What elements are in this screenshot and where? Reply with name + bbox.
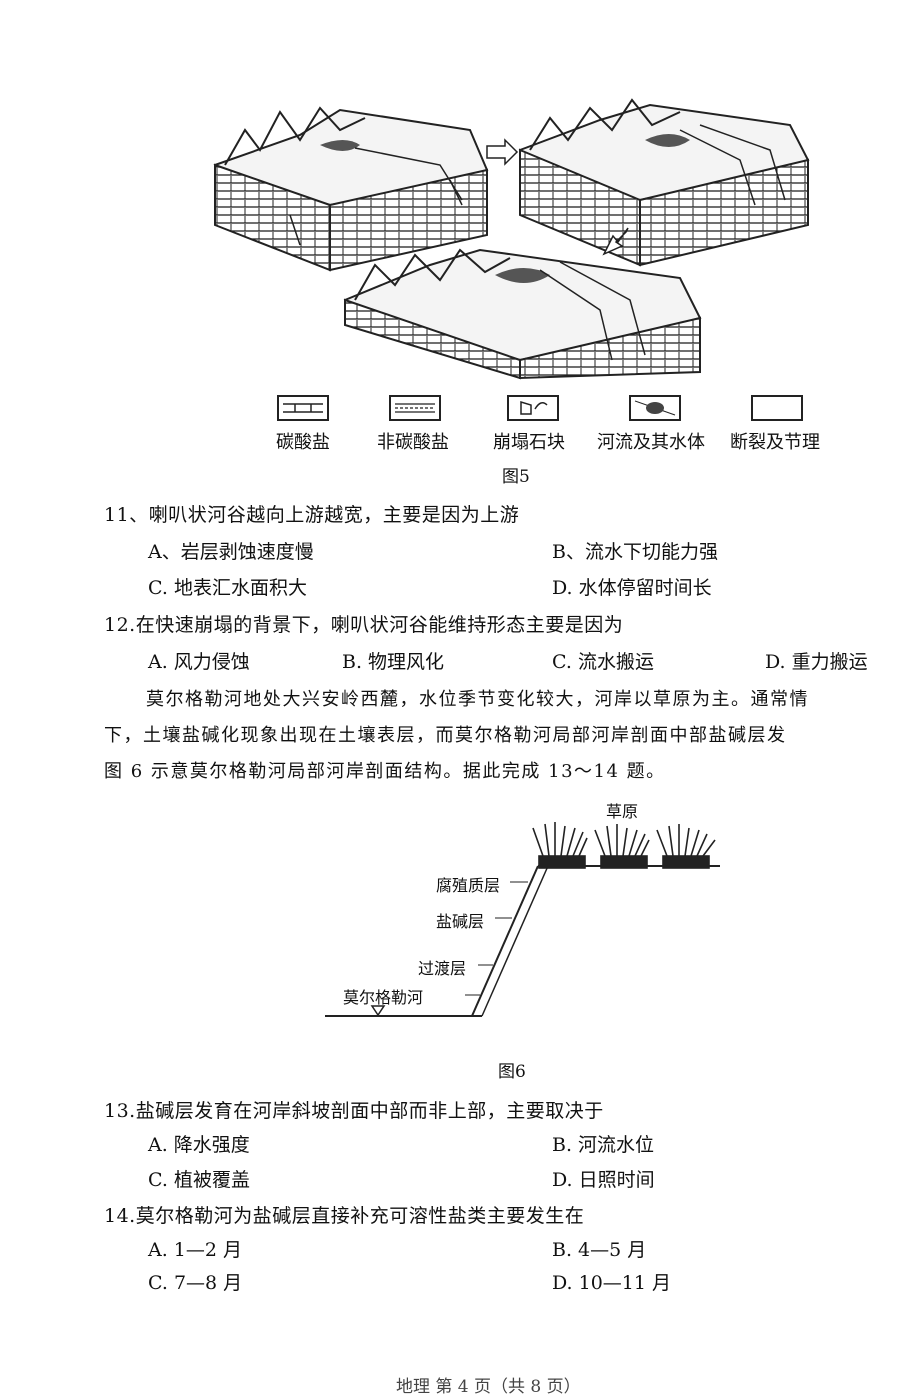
question-11-option-a: A、岩层剥蚀速度慢 (148, 541, 314, 563)
page-footer: 地理 第 4 页（共 8 页） (396, 1377, 581, 1397)
block-diagram-stage-1 (213, 106, 489, 272)
legend-label-non-carbonate: 非碳酸盐 (377, 432, 449, 453)
block-diagram-stage-3 (343, 248, 702, 380)
question-14-option-c: C. 7—8 月 (148, 1272, 243, 1294)
passage-line-3: 图 6 示意莫尔格勒河局部河岸剖面结构。据此完成 13～14 题。 (104, 761, 666, 782)
question-11-number: 11、 (104, 504, 149, 526)
question-13-option-a: A. 降水强度 (148, 1134, 250, 1156)
question-13-option-c: C. 植被覆盖 (148, 1169, 250, 1191)
question-14-number: 14. (104, 1205, 136, 1227)
question-12-stem: 在快速崩塌的背景下，喇叭状河谷能维持形态主要是因为 (135, 614, 624, 636)
river-water-icon (629, 395, 681, 421)
passage-line-1: 莫尔格勒河地处大兴安岭西麓，水位季节变化较大，河岸以草原为主。通常情 (146, 689, 809, 710)
figure6-label-grassland: 草原 (606, 802, 639, 821)
question-11: 11、喇叭状河谷越向上游越宽，主要是因为上游 (104, 500, 519, 527)
passage-line-2: 下，土壤盐碱化现象出现在土壤表层，而莫尔格勒河局部河岸剖面中部盐碱层发 (104, 725, 787, 746)
question-13-number: 13. (104, 1100, 136, 1122)
question-14-stem: 莫尔格勒河为盐碱层直接补充可溶性盐类主要发生在 (135, 1205, 585, 1227)
question-13-option-d: D. 日照时间 (552, 1169, 655, 1191)
question-13-option-b: B. 河流水位 (552, 1134, 655, 1156)
figure6-label-transition: 过渡层 (418, 959, 467, 978)
question-14-option-b: B. 4—5 月 (552, 1239, 647, 1261)
figure6-label-river: 莫尔格勒河 (343, 988, 424, 1007)
fault-joint-icon (751, 395, 803, 421)
question-14-option-a: A. 1—2 月 (148, 1239, 243, 1261)
figure5-diagram (213, 98, 810, 380)
question-13-stem: 盐碱层发育在河岸斜坡剖面中部而非上部，主要取决于 (135, 1100, 604, 1122)
figure6-label-saline: 盐碱层 (436, 912, 485, 931)
legend-label-river-water: 河流及其水体 (597, 432, 705, 453)
question-12-option-b: B. 物理风化 (342, 651, 445, 673)
figure6-caption: 图6 (498, 1062, 526, 1082)
legend-label-fault-joint: 断裂及节理 (730, 432, 820, 453)
arrow-down-left-icon (602, 227, 629, 256)
question-12-option-c: C. 流水搬运 (552, 651, 654, 673)
arrow-right-icon (486, 138, 519, 166)
question-11-stem: 喇叭状河谷越向上游越宽，主要是因为上游 (148, 504, 520, 526)
collapsed-rock-icon (507, 395, 559, 421)
question-11-option-b: B、流水下切能力强 (552, 541, 718, 563)
question-12: 12.在快速崩塌的背景下，喇叭状河谷能维持形态主要是因为 (104, 610, 623, 637)
question-11-option-d: D. 水体停留时间长 (552, 577, 712, 599)
block-diagram-stage-2 (518, 98, 810, 267)
question-12-option-d: D. 重力搬运 (765, 651, 868, 673)
figure6-label-humus: 腐殖质层 (436, 876, 501, 895)
grass-icon (532, 822, 716, 869)
question-11-option-c: C. 地表汇水面积大 (148, 577, 307, 599)
question-12-option-a: A. 风力侵蚀 (148, 651, 250, 673)
question-13: 13.盐碱层发育在河岸斜坡剖面中部而非上部，主要取决于 (104, 1096, 604, 1123)
question-14: 14.莫尔格勒河为盐碱层直接补充可溶性盐类主要发生在 (104, 1201, 584, 1228)
question-12-number: 12. (104, 614, 136, 636)
legend-label-carbonate: 碳酸盐 (276, 432, 330, 453)
figure5-caption: 图5 (502, 467, 530, 487)
question-14-option-d: D. 10—11 月 (552, 1272, 672, 1294)
non-carbonate-pattern-icon (389, 395, 441, 421)
carbonate-pattern-icon (277, 395, 329, 421)
legend-label-collapsed-rock: 崩塌石块 (493, 432, 565, 453)
